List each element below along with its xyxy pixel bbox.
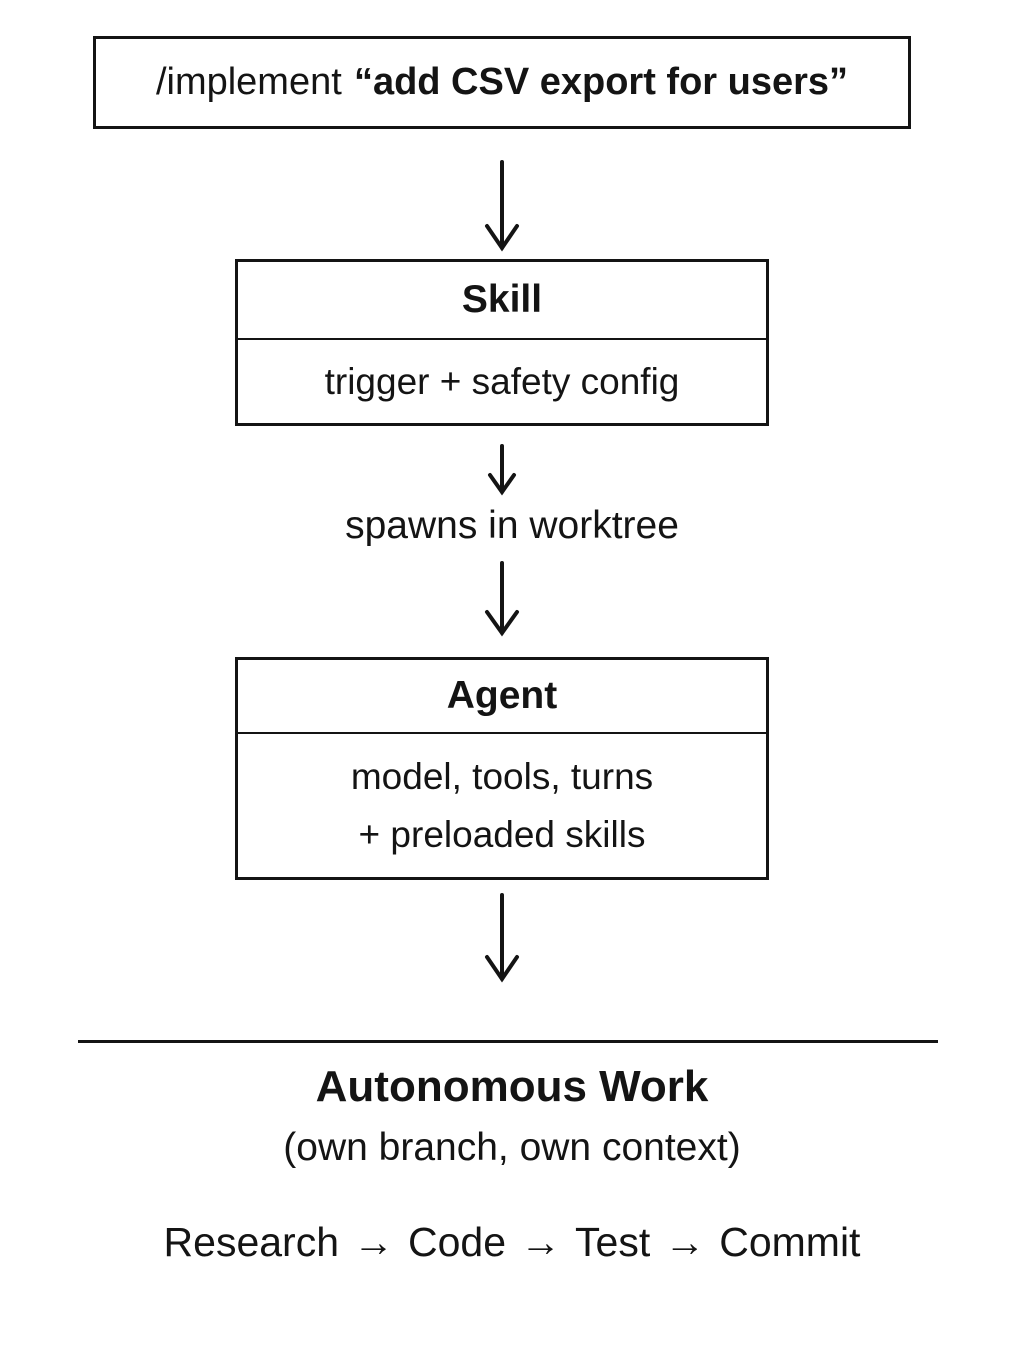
- pipeline-step: Test: [575, 1219, 651, 1265]
- command-prefix: /implement: [155, 61, 342, 103]
- skill-box-title: Skill: [238, 262, 766, 340]
- section-divider-line: [78, 1040, 938, 1043]
- outcome-title: Autonomous Work: [315, 1062, 709, 1111]
- arrow-down-icon: [488, 444, 516, 496]
- arrow-down-icon: [485, 561, 519, 637]
- pipeline-step: Code: [408, 1219, 507, 1265]
- arrow-right-icon: →: [520, 1219, 562, 1265]
- agent-box-line2: + preloaded skills: [358, 813, 646, 855]
- spawn-label: spawns in worktree: [345, 504, 679, 547]
- outcome-subtitle: (own branch, own context): [283, 1126, 741, 1169]
- agent-box-title: Agent: [238, 660, 766, 734]
- command-box: /implement “add CSV export for users”: [93, 36, 911, 129]
- arrow-down-icon: [485, 160, 519, 252]
- arrow-right-icon: →: [664, 1219, 706, 1265]
- skill-box: Skill trigger + safety config: [235, 259, 769, 426]
- pipeline: Research → Code → Test → Commit: [0, 1216, 1024, 1268]
- skill-box-subtitle: trigger + safety config: [324, 360, 680, 402]
- arrow-right-icon: →: [353, 1219, 395, 1265]
- pipeline-step: Research: [163, 1219, 340, 1265]
- agent-box: Agent model, tools, turns + preloaded sk…: [235, 657, 769, 880]
- arrow-down-icon: [485, 893, 519, 983]
- pipeline-step: Commit: [719, 1219, 861, 1265]
- command-argument: “add CSV export for users”: [353, 61, 849, 103]
- agent-box-line1: model, tools, turns: [350, 755, 654, 797]
